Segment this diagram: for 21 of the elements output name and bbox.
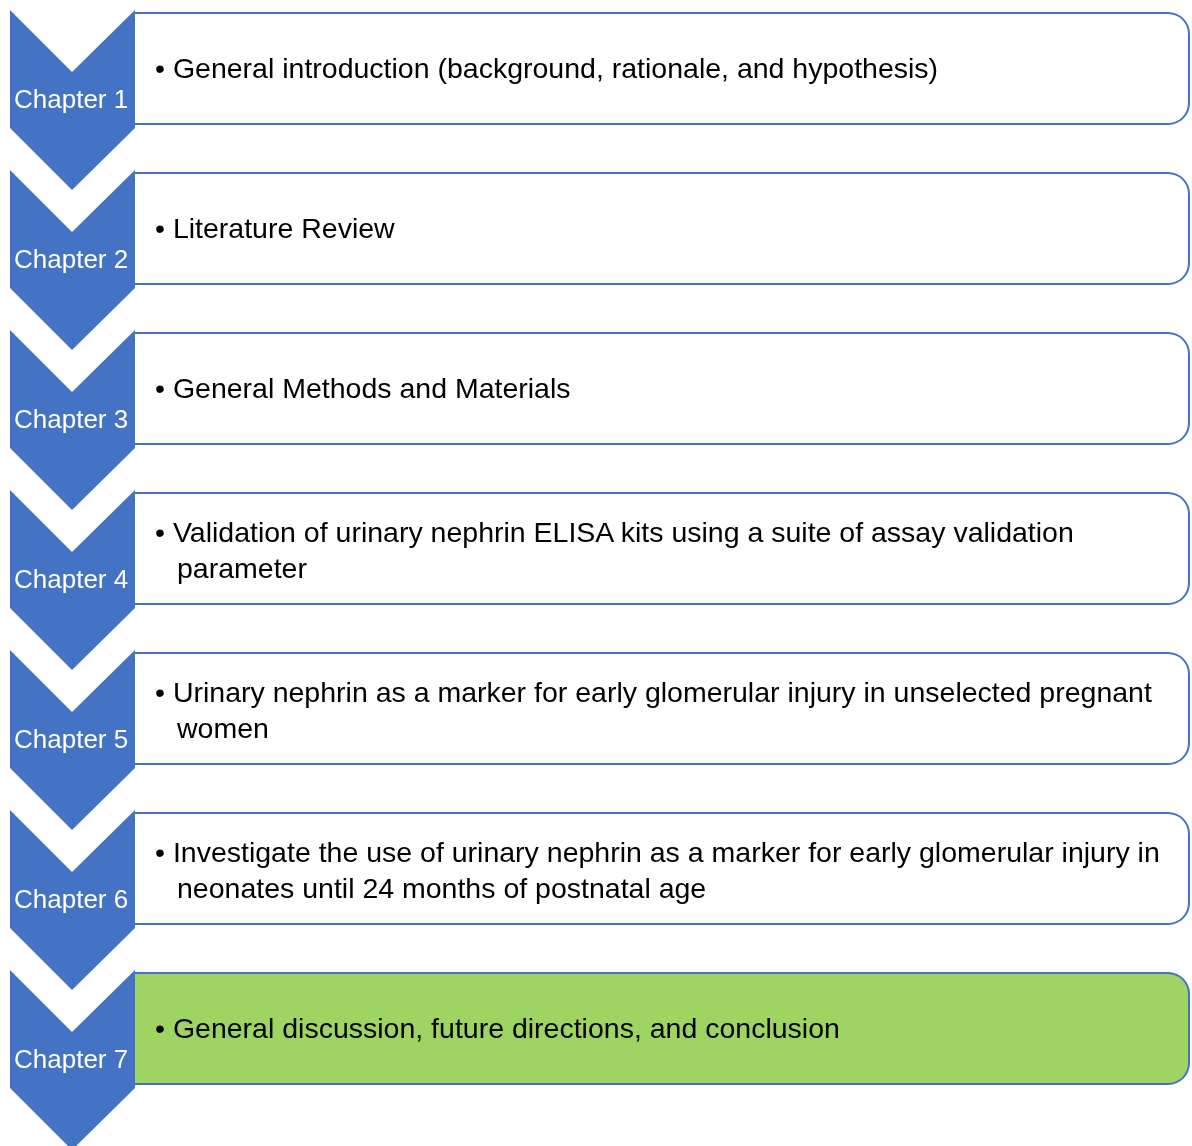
chapter-label: Chapter 2: [14, 244, 129, 275]
chapter-label: Chapter 4: [14, 564, 129, 595]
bullet-text: • Validation of urinary nephrin ELISA kits using a suite of assay validation parameter: [155, 515, 1075, 586]
content-box: [135, 12, 1190, 125]
bullet-text: • General discussion, future directions, and conclusion: [155, 1011, 840, 1046]
bullet-text: • Urinary nephrin as a marker for early glomerular injury in unselected pregnant women: [155, 675, 1153, 746]
chapter-label: Chapter 5: [14, 724, 129, 755]
chapter-label: Chapter 3: [14, 404, 129, 435]
content-box: [135, 972, 1190, 1085]
content-box: [135, 172, 1190, 285]
content-box: [135, 332, 1190, 445]
bullet-text: • Literature Review: [155, 211, 395, 246]
content-box: [135, 812, 1190, 925]
chapter-label: Chapter 1: [14, 84, 129, 115]
bullet-text: • General Methods and Materials: [155, 371, 571, 406]
chapter-label: Chapter 6: [14, 884, 129, 915]
bullet-text: • Investigate the use of urinary nephrin as a marker for early glomerular injury in neonates until 24 months of postnatal age: [155, 835, 1161, 906]
content-box: [135, 492, 1190, 605]
content-box: [135, 652, 1190, 765]
bullet-text: • General introduction (background, rationale, and hypothesis): [155, 51, 939, 86]
chapter-label: Chapter 7: [14, 1044, 129, 1075]
